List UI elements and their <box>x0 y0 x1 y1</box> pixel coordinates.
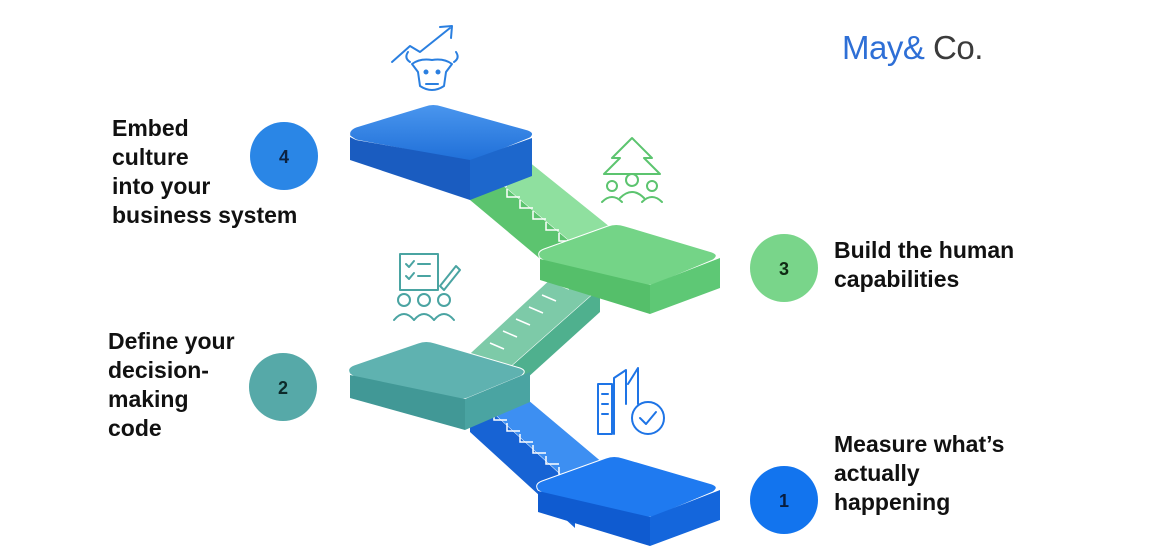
svg-text:2: 2 <box>278 378 288 398</box>
step-2-label: Define your decision- making code <box>108 328 235 441</box>
brand-name: May& <box>842 29 925 66</box>
bull-trend-icon <box>391 25 459 91</box>
platform-2 <box>348 341 530 430</box>
step-3-label: Build the human capabilities <box>834 237 1015 292</box>
brand-logo: May& Co. <box>842 28 983 68</box>
step-4-label: Embed culture into your business system <box>112 115 298 228</box>
step-1-number-badge: 1 <box>750 466 818 534</box>
platform-1 <box>536 456 720 546</box>
step-3-number-badge: 3 <box>750 234 818 302</box>
platform-3 <box>538 224 720 314</box>
svg-text:1: 1 <box>779 491 789 511</box>
brand-suffix: Co. <box>924 29 983 66</box>
building-check-icon <box>597 367 665 435</box>
platform-4 <box>349 104 534 200</box>
step-4-number-badge: 4 <box>250 122 318 190</box>
checklist-team-icon <box>393 253 461 321</box>
svg-text:3: 3 <box>779 259 789 279</box>
step-2-number-badge: 2 <box>249 353 317 421</box>
step-1-label: Measure what’s actually happening <box>834 431 1005 515</box>
svg-text:4: 4 <box>279 147 289 167</box>
tree-people-icon <box>601 137 663 203</box>
